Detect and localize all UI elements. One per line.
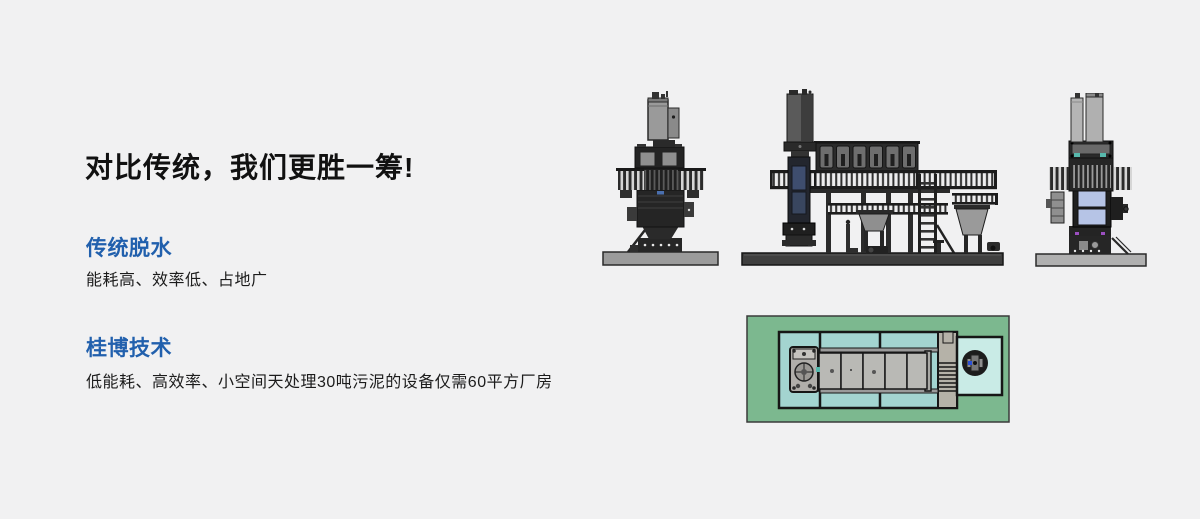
section-desc-guibo-technology: 低能耗、高效率、小空间天处理30吨污泥的设备仅需60平方厂房 (86, 374, 553, 391)
flange-platform (616, 168, 706, 198)
machine-rear-elevation-drawing (1035, 93, 1147, 267)
side-platforms (1049, 156, 1132, 192)
right-hopper (952, 193, 1000, 253)
section-desc-traditional-dewatering: 能耗高、效率低、占地广 (86, 272, 268, 289)
section-title-guibo-technology: 桂博技术 (86, 337, 172, 360)
base-plate (602, 251, 719, 266)
pipework (845, 219, 944, 253)
press-line (812, 347, 939, 394)
base-plate (741, 252, 1004, 266)
lower-drum (627, 189, 694, 228)
upper-housing (634, 140, 685, 169)
system-side-elevation-drawing (741, 89, 1004, 266)
support-legs (627, 229, 682, 253)
section-title-traditional-dewatering: 传统脱水 (86, 237, 172, 260)
upper-walkway-railing (770, 170, 997, 193)
top-cylinder (647, 91, 680, 141)
system-floor-plan-drawing (746, 315, 1010, 423)
top-cylinders (1070, 93, 1104, 143)
main-body-panels (1046, 188, 1129, 228)
bottom-frame (1069, 236, 1132, 255)
walkway-strip (937, 331, 958, 409)
access-ladder (918, 174, 956, 254)
top-frame (1068, 140, 1114, 159)
mixer-tank (955, 335, 1004, 397)
left-tower (782, 89, 817, 247)
base-plate (1035, 253, 1147, 267)
plate-press-housing (814, 141, 920, 172)
center-hopper (856, 210, 893, 254)
feed-pump-unit (789, 346, 820, 393)
accent-band (1069, 226, 1111, 236)
page-title: 对比传统，我们更胜一筹! (85, 152, 415, 183)
machine-front-elevation-drawing (602, 91, 719, 266)
